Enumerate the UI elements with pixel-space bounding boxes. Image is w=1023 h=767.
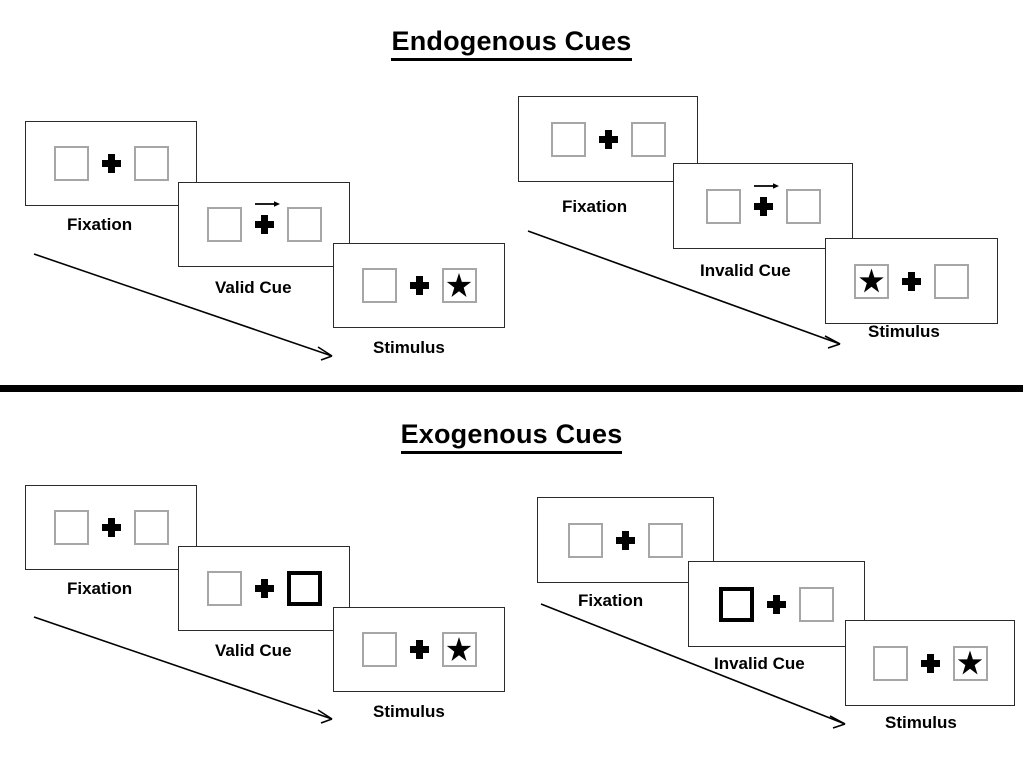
timeline-arrow-exogenous-invalid bbox=[540, 603, 846, 729]
frame-content bbox=[705, 182, 821, 224]
stimulus-box-left bbox=[53, 146, 89, 181]
arrow-right-icon bbox=[753, 182, 779, 189]
frame-endogenous-valid-stimulus bbox=[333, 243, 505, 328]
cue-area bbox=[254, 201, 280, 234]
caption-exogenous-invalid-fixation: Fixation bbox=[578, 591, 644, 610]
frame-content bbox=[719, 586, 834, 622]
stimulus-box-left bbox=[568, 522, 603, 558]
timeline-arrow-exogenous-valid bbox=[33, 616, 333, 724]
stimulus-box-left bbox=[361, 268, 397, 303]
frame-endogenous-invalid-cue bbox=[673, 163, 853, 249]
fixation-cross-icon bbox=[101, 518, 121, 537]
cue-area bbox=[753, 182, 779, 216]
frame-exogenous-invalid-cue bbox=[688, 561, 865, 647]
stimulus-box-right bbox=[799, 586, 834, 622]
frame-content bbox=[53, 510, 169, 545]
fixation-cross-icon bbox=[254, 579, 274, 598]
fixation-cross-icon bbox=[254, 215, 274, 234]
fixation-cross-icon bbox=[616, 530, 635, 550]
section-title-exogenous-text: Exogenous Cues bbox=[400, 419, 623, 454]
fixation-cross-icon bbox=[409, 276, 429, 295]
stimulus-box-left bbox=[361, 632, 397, 667]
frame-content bbox=[872, 645, 988, 681]
caption-endogenous-invalid-cue: Invalid Cue bbox=[700, 261, 791, 280]
frame-endogenous-invalid-fixation bbox=[518, 96, 698, 182]
caption-endogenous-invalid-stimulus: Stimulus bbox=[868, 322, 940, 341]
caption-exogenous-valid-fixation: Fixation bbox=[67, 579, 133, 598]
frame-content bbox=[854, 263, 969, 299]
frame-content bbox=[550, 121, 666, 157]
fixation-cross-icon bbox=[101, 154, 121, 173]
stimulus-box-right bbox=[648, 522, 683, 558]
timeline-arrow-endogenous-valid bbox=[33, 253, 333, 361]
caption-endogenous-valid-cue: Valid Cue bbox=[215, 278, 292, 297]
star-icon bbox=[446, 637, 472, 661]
caption-exogenous-valid-cue: Valid Cue bbox=[215, 641, 292, 660]
frame-content bbox=[361, 268, 477, 303]
stimulus-box-left bbox=[206, 207, 242, 242]
frame-exogenous-valid-fixation bbox=[25, 485, 197, 570]
arrow-right-icon bbox=[254, 201, 280, 207]
stimulus-box-left bbox=[550, 121, 586, 157]
frame-content bbox=[206, 571, 322, 606]
frame-content bbox=[53, 146, 169, 181]
fixation-cross-icon bbox=[753, 196, 773, 216]
caption-exogenous-valid-stimulus: Stimulus bbox=[373, 702, 445, 721]
caption-exogenous-invalid-stimulus: Stimulus bbox=[885, 713, 957, 732]
caption-endogenous-valid-fixation: Fixation bbox=[67, 215, 133, 234]
stimulus-box-right bbox=[133, 146, 169, 181]
frame-endogenous-valid-fixation bbox=[25, 121, 197, 206]
frame-content bbox=[568, 522, 683, 558]
section-divider bbox=[0, 385, 1023, 392]
caption-endogenous-invalid-fixation: Fixation bbox=[562, 197, 628, 216]
section-title-exogenous: Exogenous Cues bbox=[0, 419, 1023, 454]
stimulus-box-left bbox=[53, 510, 89, 545]
stimulus-box-right-cued bbox=[286, 571, 322, 606]
frame-exogenous-invalid-stimulus bbox=[845, 620, 1015, 706]
stimulus-box-right bbox=[934, 263, 969, 299]
star-icon bbox=[859, 268, 884, 293]
stimulus-box-left bbox=[206, 571, 242, 606]
frame-exogenous-valid-stimulus bbox=[333, 607, 505, 692]
star-icon bbox=[446, 273, 472, 297]
stimulus-box-right bbox=[630, 121, 666, 157]
stimulus-box-left-cued bbox=[719, 586, 754, 622]
stimulus-box-left bbox=[872, 645, 908, 681]
frame-exogenous-invalid-fixation bbox=[537, 497, 714, 583]
fixation-cross-icon bbox=[920, 653, 940, 673]
stimulus-box-left bbox=[705, 188, 741, 224]
stimulus-box-right bbox=[785, 188, 821, 224]
caption-endogenous-valid-stimulus: Stimulus bbox=[373, 338, 445, 357]
stimulus-box-right bbox=[286, 207, 322, 242]
stimulus-box-right bbox=[441, 632, 477, 667]
frame-content bbox=[206, 201, 322, 242]
fixation-cross-icon bbox=[598, 129, 618, 149]
frame-endogenous-invalid-stimulus bbox=[825, 238, 998, 324]
caption-exogenous-invalid-cue: Invalid Cue bbox=[714, 654, 805, 673]
stimulus-box-right bbox=[441, 268, 477, 303]
timeline-arrow-endogenous-invalid bbox=[527, 230, 841, 349]
stimulus-box-right bbox=[952, 645, 988, 681]
section-title-endogenous-text: Endogenous Cues bbox=[391, 26, 632, 61]
frame-endogenous-valid-cue bbox=[178, 182, 350, 267]
frame-exogenous-valid-cue bbox=[178, 546, 350, 631]
star-icon bbox=[957, 650, 983, 675]
fixation-cross-icon bbox=[902, 271, 921, 291]
fixation-cross-icon bbox=[767, 594, 786, 614]
stimulus-box-right bbox=[133, 510, 169, 545]
stimulus-box-left bbox=[854, 263, 889, 299]
fixation-cross-icon bbox=[409, 640, 429, 659]
frame-content bbox=[361, 632, 477, 667]
section-title-endogenous: Endogenous Cues bbox=[0, 26, 1023, 61]
